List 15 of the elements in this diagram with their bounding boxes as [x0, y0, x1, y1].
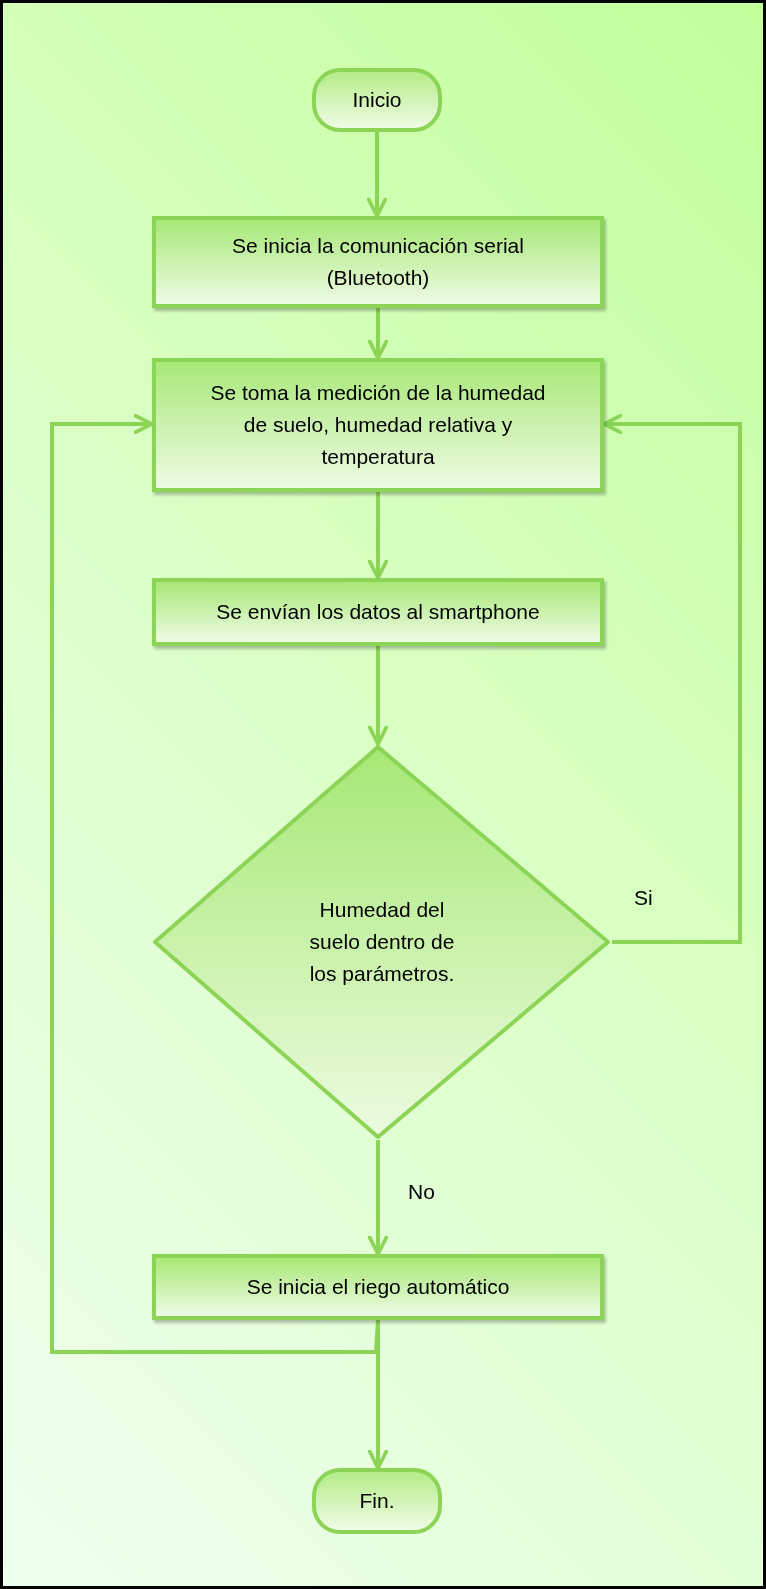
terminal-pill: Fin. — [312, 1468, 442, 1534]
edge-label: No — [408, 1179, 435, 1205]
process-box: Se inicia el riego automático — [152, 1254, 604, 1320]
arrow — [367, 646, 389, 746]
arrow — [366, 132, 388, 218]
decision-text: Humedad del suelo dentro de los parámetros. — [308, 897, 456, 987]
arrow — [367, 1140, 389, 1256]
edge-label: Si — [634, 885, 653, 911]
arrow — [367, 308, 389, 360]
terminal-pill: Inicio — [312, 68, 442, 132]
process-box: Se envían los datos al smartphone — [152, 578, 604, 646]
arrow — [367, 492, 389, 580]
process-box: Se toma la medición de la humedad de suelo, humedad relativa y temperatura — [152, 358, 604, 492]
process-box: Se inicia la comunicación serial (Bluetooth) — [152, 216, 604, 308]
arrow — [367, 1320, 389, 1470]
